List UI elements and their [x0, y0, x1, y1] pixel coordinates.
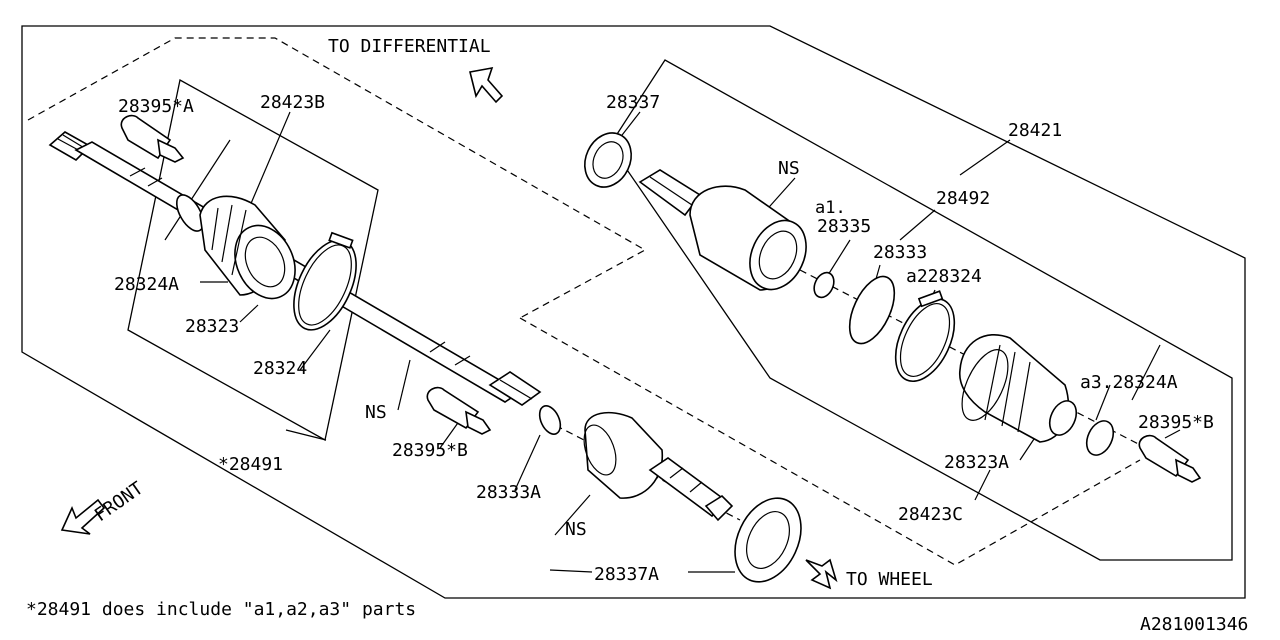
- outer-frame: [21, 25, 1246, 599]
- label-28335: 28335: [817, 216, 871, 237]
- inner-joint-housing: [638, 169, 807, 291]
- label-ns-inner: NS: [778, 158, 800, 179]
- dashed-outline-right: [519, 317, 1141, 566]
- label-front: FRONT: [91, 478, 148, 526]
- outer-joint: [583, 411, 734, 522]
- grease-tube-b-middle: [426, 386, 492, 435]
- footnote: *28491 does include "a1,a2,a3" parts: [26, 599, 416, 620]
- label-28324: 28324: [253, 358, 307, 379]
- dashed-outline-left: [27, 37, 647, 319]
- label-28337a: 28337A: [594, 564, 659, 585]
- box-inner-right: [609, 59, 1233, 561]
- snap-ring-28333: [848, 275, 896, 345]
- label-28491: *28491: [218, 454, 283, 475]
- label-28323a: 28323A: [944, 452, 1009, 473]
- inner-boot-left: [175, 194, 296, 300]
- label-28492: 28492: [936, 188, 990, 209]
- label-28323: 28323: [185, 316, 239, 337]
- band-clamp-left: [293, 231, 357, 331]
- label-ns-shaft: NS: [365, 402, 387, 423]
- washer-28337a: [734, 497, 802, 583]
- label-to-differential: TO DIFFERENTIAL: [328, 36, 491, 57]
- small-clamp-28324a: [1085, 420, 1115, 456]
- label-28395-b-mid: 28395*B: [392, 440, 468, 461]
- label-ns-outer: NS: [565, 519, 587, 540]
- label-a1: a1.: [815, 198, 846, 218]
- label-a3-28324a: a3.28324A: [1080, 372, 1178, 393]
- label-28333a: 28333A: [476, 482, 541, 503]
- diagram-id: A281001346: [1140, 614, 1248, 635]
- label-28333: 28333: [873, 242, 927, 263]
- washer-28337: [584, 132, 632, 188]
- grease-tube-a: [120, 114, 185, 163]
- label-28423c: 28423C: [898, 504, 963, 525]
- label-28421: 28421: [1008, 120, 1062, 141]
- circlip-28333a: [538, 405, 562, 435]
- box-inner-left: [127, 79, 379, 441]
- arrow-up-icon: [469, 66, 504, 104]
- arrow-right-icon: [805, 558, 838, 590]
- leader-lines: [164, 111, 1181, 573]
- label-28324a: 28324A: [114, 274, 179, 295]
- label-28395-a: 28395*A: [118, 96, 194, 117]
- arrow-front-icon: [60, 498, 106, 535]
- band-clamp-right: [894, 290, 956, 383]
- label-to-wheel: TO WHEEL: [846, 569, 933, 590]
- outer-boot-right: [959, 334, 1078, 443]
- grease-tube-b-right: [1138, 434, 1202, 483]
- label-28395-b-right: 28395*B: [1138, 412, 1214, 433]
- label-28423b: 28423B: [260, 92, 325, 113]
- circlip-28335: [813, 271, 835, 299]
- label-a2-28324: a228324: [906, 266, 982, 287]
- label-28337: 28337: [606, 92, 660, 113]
